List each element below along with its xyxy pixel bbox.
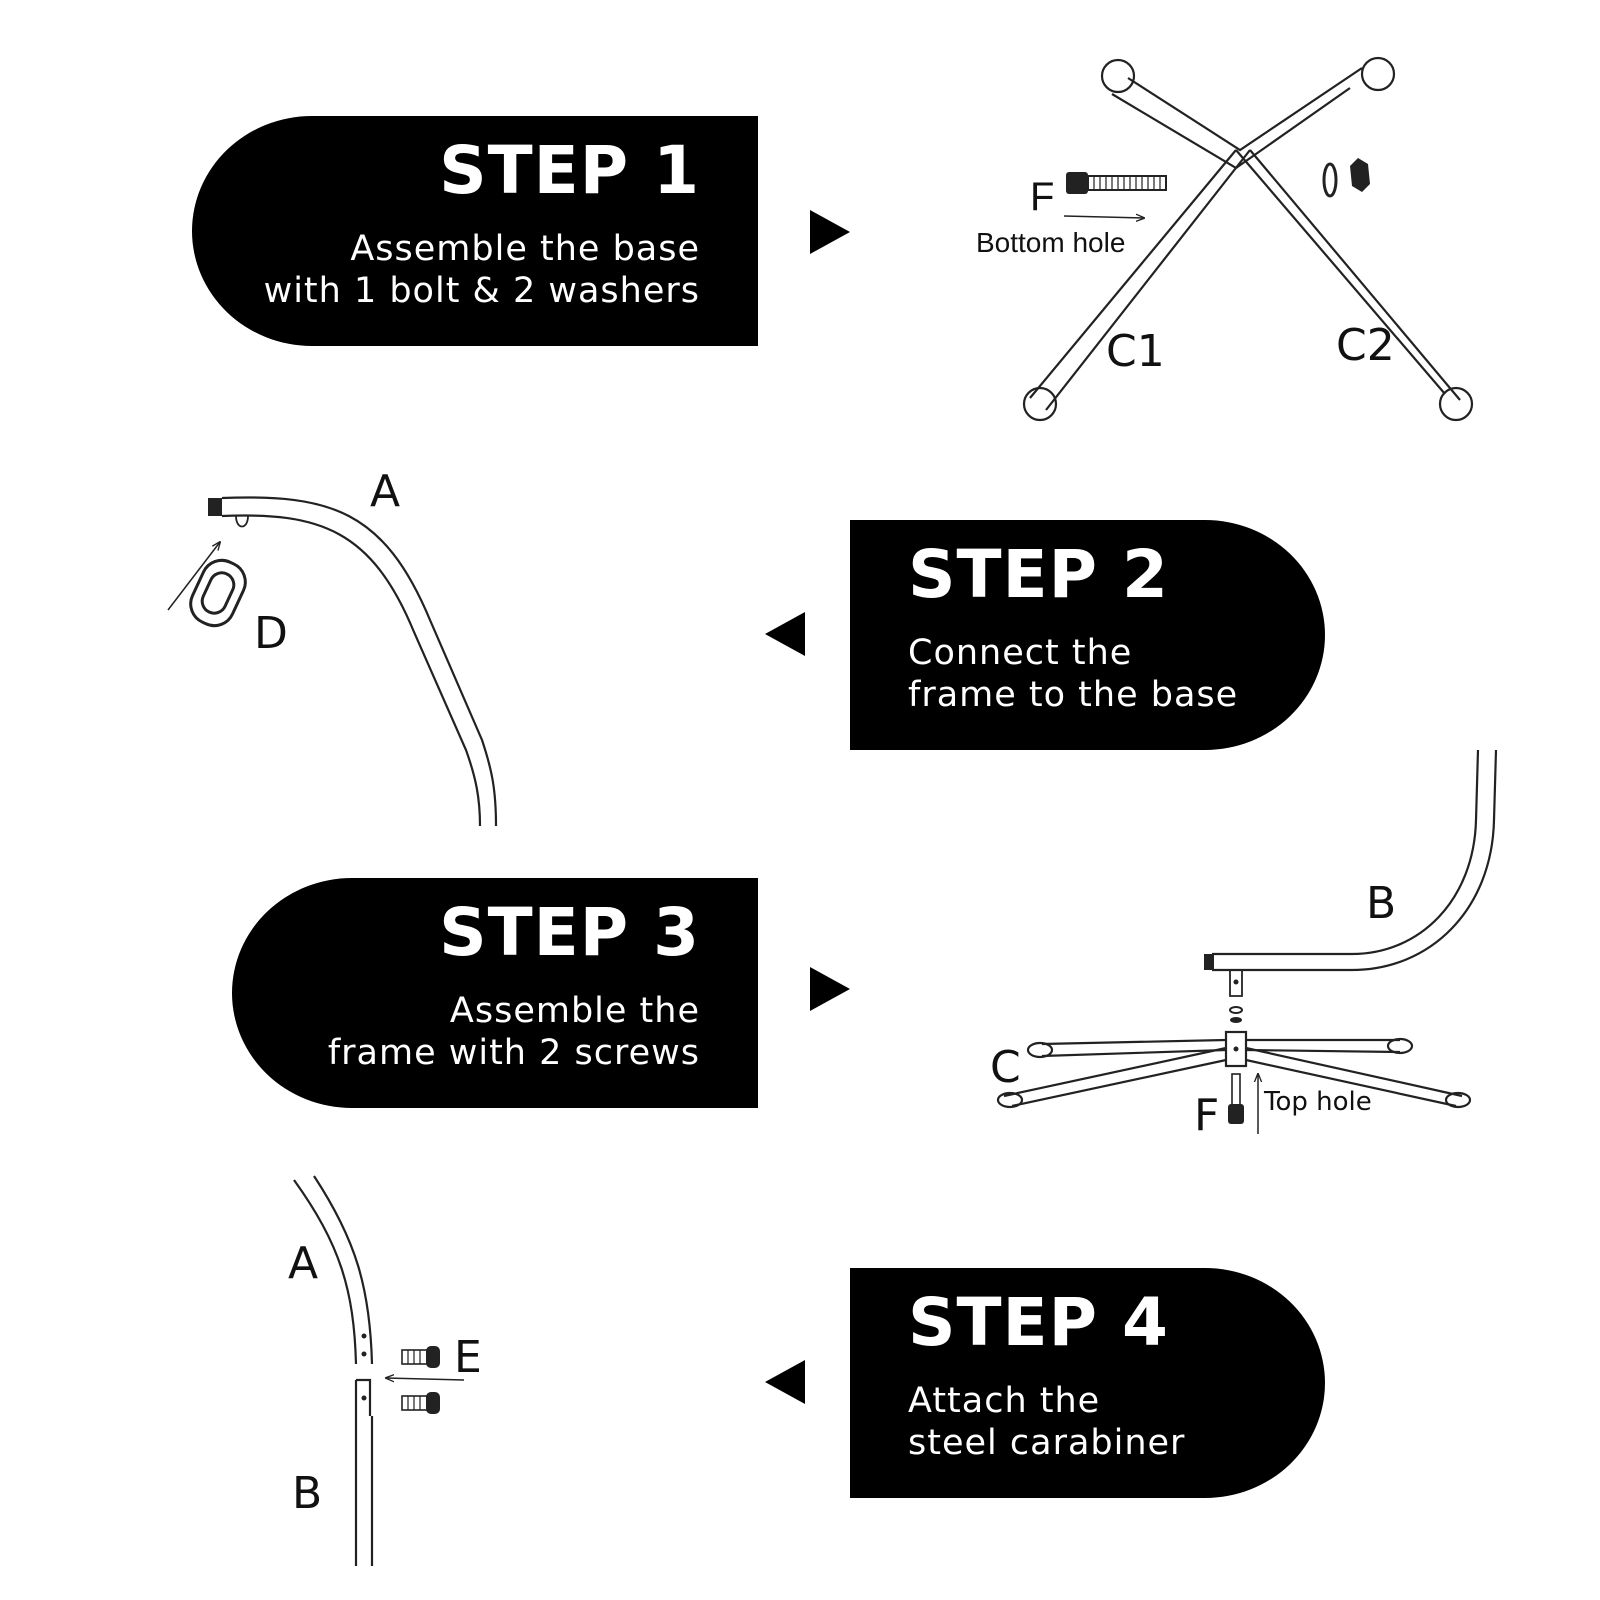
bolt-icon <box>1066 172 1167 194</box>
frame-a-end-cap-icon <box>208 498 222 516</box>
step-2-desc-line2: frame to the base <box>908 675 1239 715</box>
label-b-step3: B <box>1366 878 1396 929</box>
label-a-step4: A <box>288 1238 318 1289</box>
step-1-desc-line2: with 1 bolt & 2 washers <box>263 271 700 311</box>
arrow-left-icon <box>765 1360 805 1404</box>
frame-a-arc-icon <box>221 496 498 827</box>
step-3-desc-line2: frame with 2 screws <box>327 1033 700 1073</box>
arrow-right-icon <box>810 967 850 1011</box>
carabiner-icon <box>189 558 247 628</box>
step-1-banner: STEP 1 Assemble the base with 1 bolt & 2… <box>192 116 758 346</box>
arrow-left-icon <box>765 612 805 656</box>
label-e: E <box>454 1332 482 1383</box>
label-top-hole: Top hole <box>1263 1087 1372 1117</box>
step-2-desc-line1: Connect the <box>908 633 1133 673</box>
step-1-desc-line1: Assemble the base <box>350 229 700 269</box>
tube-b-icon <box>354 1378 374 1566</box>
label-c1: C1 <box>1106 326 1165 377</box>
nut-icon <box>1230 1017 1242 1023</box>
base-c-icon <box>996 1030 1472 1109</box>
label-f-step1: F <box>1030 175 1054 219</box>
base-x-frame-icon <box>1022 56 1474 422</box>
screw-e-icon <box>401 1346 440 1368</box>
label-c2: C2 <box>1336 320 1395 371</box>
step-3-banner: STEP 3 Assemble the frame with 2 screws <box>232 878 758 1108</box>
screw-e-icon <box>401 1392 440 1414</box>
step-3-title: STEP 3 <box>439 894 700 971</box>
label-f-step3: F <box>1194 1090 1219 1141</box>
label-b-step4: B <box>292 1468 322 1519</box>
frame-b-icon <box>1212 749 1498 972</box>
bolt-f-vertical-icon <box>1228 1073 1244 1124</box>
step-3-desc-line1: Assemble the <box>449 991 700 1031</box>
washer-icon <box>1229 1006 1243 1014</box>
frame-a-hook-icon <box>235 515 249 528</box>
arrow-to-hook-icon <box>167 542 220 611</box>
step-4-banner: STEP 4 Attach the steel carabiner <box>850 1268 1325 1498</box>
label-d: D <box>254 608 288 659</box>
step-4-desc-line1: Attach the <box>908 1381 1101 1421</box>
step-4-title: STEP 4 <box>908 1284 1169 1361</box>
tube-a-icon <box>293 1175 374 1365</box>
label-bottom-hole: Bottom hole <box>976 227 1125 258</box>
step-2-banner: STEP 2 Connect the frame to the base <box>850 520 1325 750</box>
frame-b-end-cap-icon <box>1204 954 1214 970</box>
arrow-to-joint-icon <box>386 1378 465 1380</box>
arrow-right-icon <box>810 210 850 254</box>
step-2-title: STEP 2 <box>908 536 1169 613</box>
frame-b-tab-icon <box>1229 970 1243 997</box>
label-c: C <box>990 1042 1021 1093</box>
label-a-step2: A <box>370 466 400 517</box>
step-1-title: STEP 1 <box>439 132 700 209</box>
washer-nut-icon <box>1322 158 1370 198</box>
arrow-to-bottom-hole-icon <box>1063 216 1144 218</box>
step-4-desc-line2: steel carabiner <box>908 1423 1186 1463</box>
